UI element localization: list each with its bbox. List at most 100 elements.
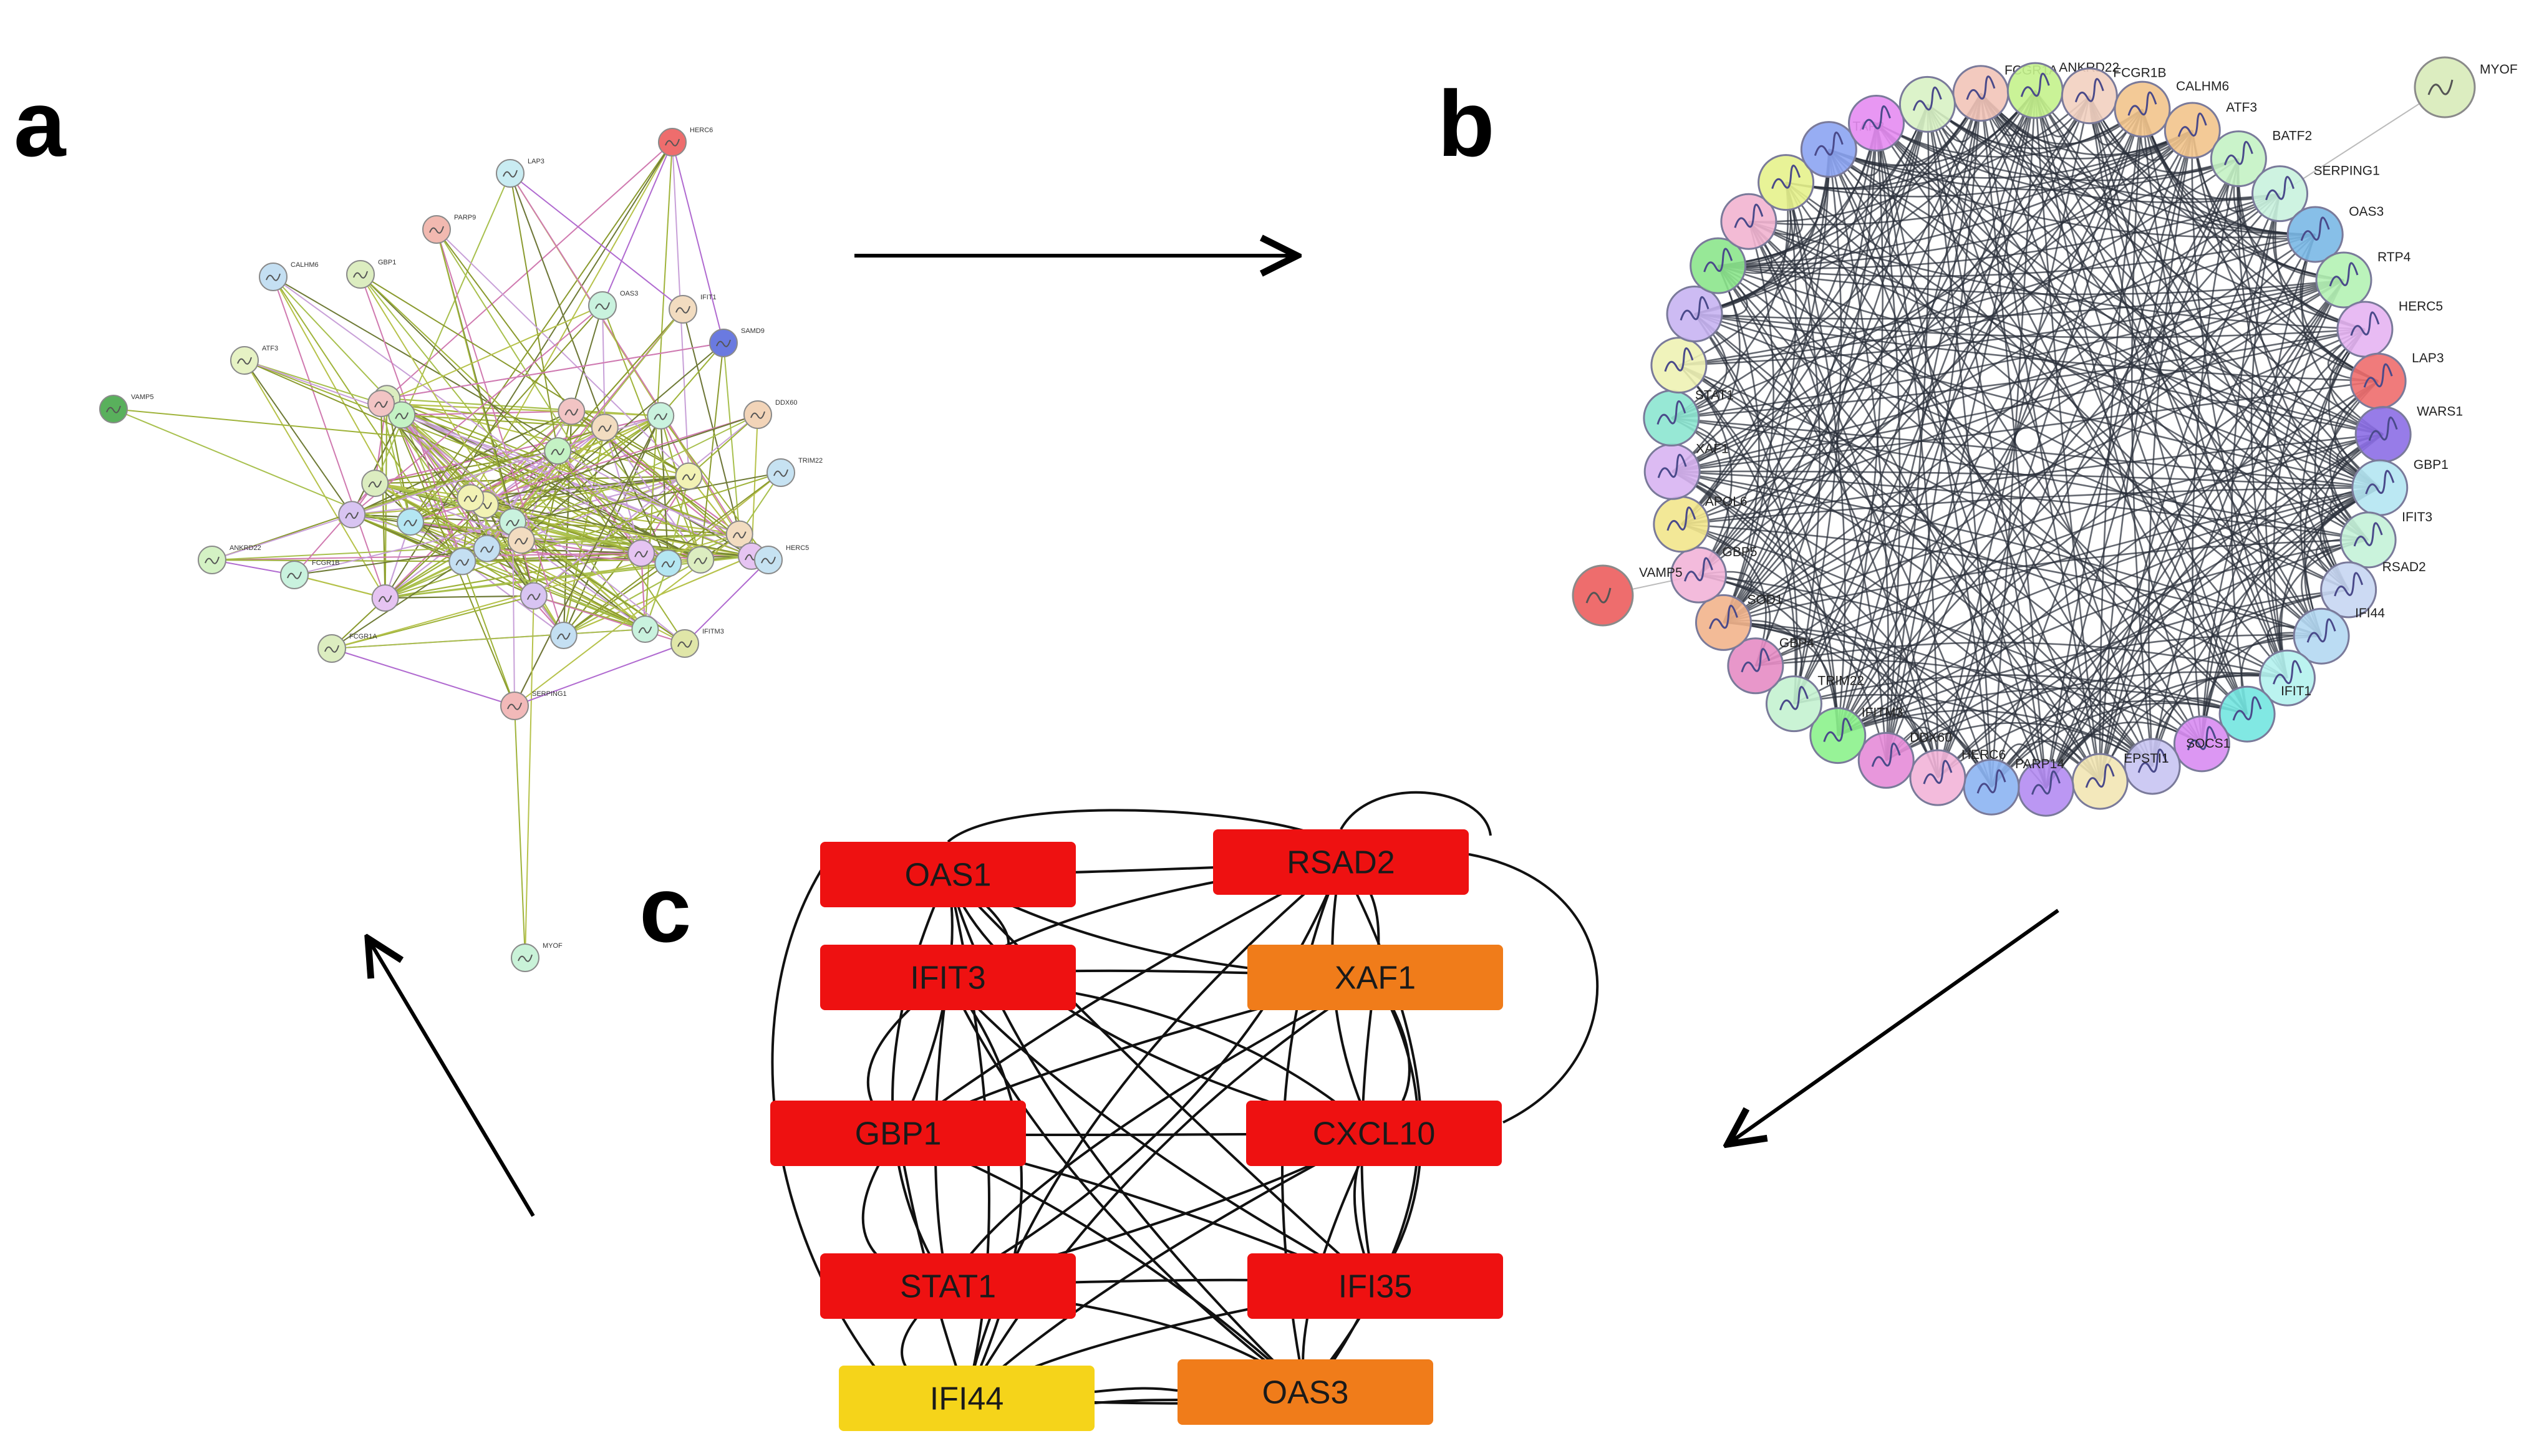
- panel-b-edge: [1723, 221, 1775, 623]
- panel-b-edge: [2201, 486, 2381, 745]
- panel-b-edge: [1875, 123, 1993, 788]
- panel-b-edge: [1671, 471, 2288, 679]
- panel-b-node-structure-icon: [1684, 557, 1713, 582]
- panel-b-edge: [1717, 265, 1993, 788]
- panel-b-node-label: SOD1: [1747, 592, 1782, 607]
- panel-c-edge: [947, 976, 1376, 1287]
- panel-b-node-structure-icon: [1871, 742, 1901, 767]
- panel-b-edge: [2089, 95, 2323, 637]
- hub-node-box: [820, 945, 1076, 1010]
- panel-b-node-structure-icon: [2363, 363, 2393, 388]
- panel-a-node-label: HERC6: [690, 127, 713, 134]
- panel-a-node-circle: [588, 291, 617, 320]
- panel-a-edge: [273, 276, 386, 599]
- panel-a-edge: [375, 475, 689, 485]
- panel-b-node-structure-icon: [1656, 400, 1686, 425]
- hub-node-ifi44: IFI44: [839, 1366, 1095, 1431]
- panel-b-edge: [2151, 672, 2288, 767]
- panel-b-node-circle: [1809, 707, 1867, 764]
- panel-a-node-circle: [670, 629, 699, 658]
- panel-b-node-structure-icon: [2350, 311, 2380, 336]
- hub-node-label: IFI35: [1338, 1269, 1413, 1305]
- panel-b-node-structure-icon: [2365, 470, 2395, 494]
- panel-b-edge: [1671, 265, 1741, 473]
- panel-b-edge: [1927, 104, 2154, 767]
- panel-c-edge: [1468, 853, 1599, 1124]
- panel-b-edge: [1718, 233, 2316, 277]
- panel-a-node-structure-icon: [324, 645, 339, 653]
- panel-b-node-circle: [2218, 685, 2276, 743]
- panel-b-nodes: FCGR1AANKRD22FCGR1BCALHM6ATF3BATF2SERPIN…: [1572, 56, 2518, 817]
- panel-a-edge: [211, 427, 606, 561]
- panel-a-node: [725, 520, 753, 548]
- panel-b-node-label: CALHM6: [2176, 79, 2229, 94]
- panel-a-node-ifitm3: IFITM3: [670, 628, 724, 658]
- panel-b-edge: [1937, 158, 2240, 778]
- panel-a-node-structure-icon: [556, 632, 571, 640]
- panel-a-node-atf3: ATF3: [230, 345, 278, 375]
- panel-b-node-circle: [1963, 758, 2020, 816]
- panel-a-edge: [462, 561, 515, 706]
- panel-a-node-circle: [280, 561, 309, 589]
- panel-a-edge: [510, 173, 606, 428]
- panel-b-edge: [1680, 104, 1928, 525]
- hub-node-ifit3: IFIT3: [820, 945, 1076, 1010]
- panel-b-node-ifit2: [2258, 649, 2316, 706]
- hub-node-box: [820, 1253, 1076, 1319]
- panel-b-node-isg15: [2173, 715, 2230, 773]
- panel-b-node-gbp5: GBP5: [1670, 545, 1758, 604]
- panel-a-edge: [331, 648, 515, 706]
- panel-a-node-myof: MYOF: [511, 942, 563, 972]
- panel-c-edge: [1094, 1399, 1178, 1404]
- panel-b-node-usp18: [1898, 75, 1956, 133]
- panel-b-edge: [1885, 671, 2288, 761]
- panel-b-edge: [1927, 104, 2047, 789]
- panel-a-node-structure-icon: [345, 511, 359, 519]
- panel-b-node-circle: [2071, 753, 2129, 810]
- panel-b-node-structure-icon: [1814, 132, 1844, 157]
- panel-b-node-circle: [1572, 564, 1634, 627]
- hub-node-oas3: OAS3: [1177, 1359, 1433, 1425]
- panel-b-edge: [1694, 182, 1792, 315]
- panel-a-node: [388, 401, 416, 429]
- panel-a-edge: [510, 173, 684, 310]
- panel-b-edge: [1980, 92, 2316, 236]
- hub-node-box: [1213, 829, 1469, 895]
- panel-b-node-circle: [2006, 62, 2064, 119]
- hub-node-label: OAS1: [905, 857, 992, 894]
- panel-a-edge: [374, 483, 685, 644]
- hub-node-box: [839, 1366, 1095, 1431]
- panel-c-edge: [897, 861, 1342, 1135]
- panel-b-edge: [1980, 93, 2248, 715]
- panel-a-node: [448, 547, 476, 576]
- panel-a-node-structure-icon: [526, 593, 541, 600]
- panel-b-node-gbp4: GBP4: [1727, 636, 1814, 695]
- panel-b-edge: [1794, 674, 2248, 715]
- panel-a-node-label: ANKRD22: [230, 544, 261, 552]
- panel-b-edge: [1698, 574, 1839, 736]
- panel-a-edge: [244, 360, 353, 515]
- panel-a-node-serping1: SERPING1: [500, 690, 567, 720]
- panel-a-node-label: SAMD9: [741, 327, 765, 335]
- panel-a-node-trim22: TRIM22: [766, 457, 823, 487]
- panel-b-edge: [2192, 158, 2240, 745]
- panel-b-edge: [1671, 158, 2240, 473]
- panel-a-edge: [360, 274, 669, 564]
- panel-b-node-structure-icon: [1923, 759, 1953, 784]
- panel-b-node-circle: [1765, 675, 1822, 733]
- panel-b-node-structure-icon: [2232, 696, 2262, 721]
- panel-a-letter: a: [14, 71, 67, 176]
- panel-a-node-circle: [511, 943, 539, 972]
- hub-node-oas1: OAS1: [820, 842, 1076, 907]
- panel-a-node-label: LAP3: [528, 158, 544, 165]
- panel-a-edge: [387, 342, 724, 400]
- panel-a-node: [520, 582, 548, 610]
- panel-b-node-label: IFITM3: [1862, 706, 1903, 720]
- panel-b-node-structure-icon: [1585, 587, 1612, 604]
- panel-c-edge: [891, 874, 949, 1287]
- panel-a-node-structure-icon: [564, 408, 579, 416]
- panel-b-edge: [1793, 149, 1842, 704]
- panel-b-node-circle: [2349, 352, 2407, 410]
- panel-c-edge: [947, 809, 1310, 843]
